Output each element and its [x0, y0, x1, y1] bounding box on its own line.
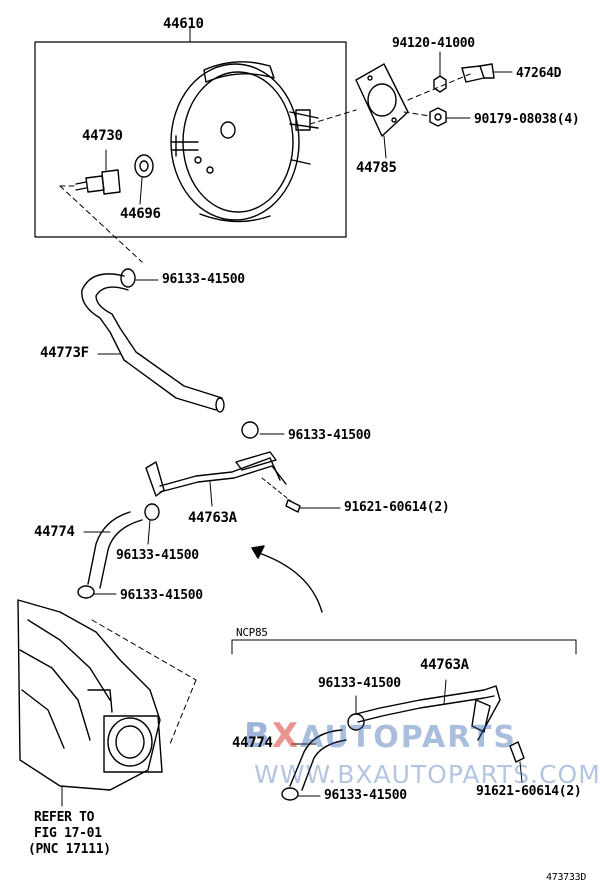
watermark-url: WWW.BXAUTOPARTS.COM	[254, 760, 600, 789]
booster-frame	[34, 27, 347, 238]
vacuum-hose	[81, 273, 225, 413]
grommet	[134, 154, 154, 205]
label-nut: 94120-41000	[392, 36, 475, 51]
label-booster-assembly: 44610	[163, 16, 204, 32]
nut	[433, 51, 447, 93]
label-nut-4: 90179-08038(4)	[474, 112, 580, 127]
flow-arrow	[251, 545, 323, 613]
label-variant-bolt: 91621-60614(2)	[476, 784, 582, 799]
label-pipe: 44763A	[188, 510, 237, 526]
vacuum-pipe	[145, 451, 287, 507]
hose-44774	[83, 511, 143, 589]
intake-manifold	[17, 599, 163, 807]
watermark-x: X	[271, 716, 301, 756]
variant-bracket	[231, 639, 577, 655]
guide-lines-bottom	[91, 619, 197, 745]
variant-clip-1	[347, 695, 365, 731]
nut-4	[429, 107, 471, 127]
clip-3	[144, 503, 160, 545]
check-valve	[75, 149, 121, 195]
variant-pipe	[355, 679, 501, 741]
variant-clip-2	[281, 787, 321, 801]
label-variant-title: NCP85	[236, 626, 268, 639]
label-variant-clip-1: 96133-41500	[318, 676, 401, 691]
clip-2	[241, 421, 285, 439]
watermark-b: B	[244, 716, 272, 756]
watermark-logo: BXAUTOPARTS	[244, 716, 517, 756]
variant-bolt	[509, 741, 525, 783]
label-bolt-1: 91621-60614(2)	[344, 500, 450, 515]
guide-lines-top	[59, 73, 471, 263]
label-grommet: 44696	[120, 206, 161, 222]
label-clip-1: 96133-41500	[162, 272, 245, 287]
label-clip-2: 96133-41500	[288, 428, 371, 443]
refer-note-line-1: REFER TO	[34, 810, 95, 825]
refer-note-line-2: FIG 17-01	[34, 826, 102, 841]
label-check-valve: 44730	[82, 128, 123, 144]
label-variant-hose: 44774	[232, 735, 273, 751]
clevis	[461, 63, 513, 83]
label-vacuum-hose: 44773F	[40, 345, 89, 361]
label-clip-4: 96133-41500	[120, 588, 203, 603]
label-clevis: 47264D	[516, 66, 562, 81]
bolt-1	[261, 477, 341, 513]
label-clip-3: 96133-41500	[116, 548, 199, 563]
label-gasket: 44785	[356, 160, 397, 176]
figure-id: 473733D	[546, 872, 587, 883]
gasket	[355, 63, 409, 159]
label-hose: 44774	[34, 524, 75, 540]
clip-4	[77, 585, 117, 599]
brake-booster	[170, 61, 319, 223]
watermark-brand-rest: AUTOPARTS	[300, 720, 518, 755]
label-variant-clip-2: 96133-41500	[324, 788, 407, 803]
label-variant-pipe: 44763A	[420, 657, 469, 673]
variant-hose	[289, 729, 347, 791]
refer-note-line-3: (PNC 17111)	[28, 842, 111, 857]
clip-1	[120, 268, 159, 288]
